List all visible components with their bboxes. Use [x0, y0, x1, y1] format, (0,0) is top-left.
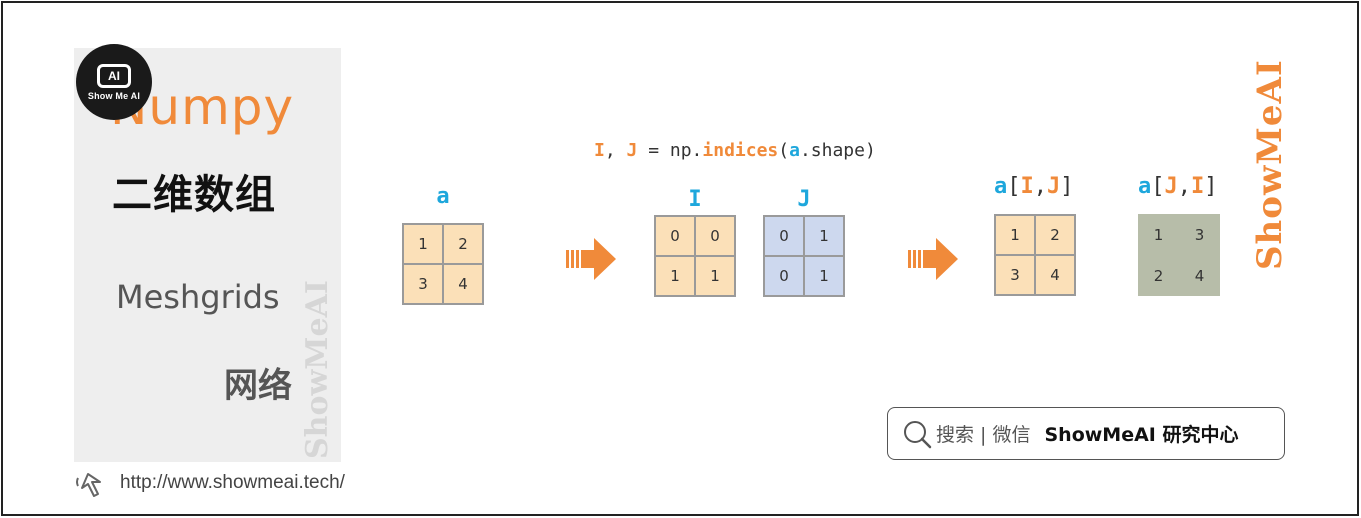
array-aji-cell: 4	[1179, 255, 1220, 296]
logo-monitor-icon: AI	[97, 63, 131, 88]
logo-text: Show Me AI	[87, 90, 141, 101]
topic-title: Meshgrids	[116, 278, 280, 316]
code-var-j: J	[626, 140, 638, 161]
search-icon	[904, 420, 932, 448]
array-aij-cell: 2	[1035, 215, 1075, 255]
array-aij-cell: 1	[995, 215, 1035, 255]
array-i-label: I	[688, 187, 702, 212]
array-aij: 1 2 3 4	[994, 214, 1076, 296]
code-open: (	[778, 140, 790, 161]
page-subtitle-cn: 二维数组	[112, 172, 276, 218]
array-aji-cell: 1	[1138, 214, 1179, 255]
topic-title-cn: 网络	[224, 366, 292, 406]
search-brand: ShowMeAI 研究中心	[1044, 424, 1239, 446]
array-aji-cell: 2	[1138, 255, 1179, 296]
array-a-label: a	[436, 184, 450, 209]
search-text: 搜索 | 微信	[936, 424, 1031, 446]
array-j-cell: 1	[804, 256, 844, 296]
array-a: 1 2 3 4	[402, 223, 484, 305]
array-j-cell: 1	[804, 216, 844, 256]
cursor-icon	[76, 473, 101, 497]
array-aij-cell: 3	[995, 255, 1035, 295]
right-arrow-icon	[908, 238, 958, 280]
showmeai-logo: AI Show Me AI	[76, 44, 152, 120]
array-i: 0 0 1 1	[654, 215, 736, 297]
search-box[interactable]: 搜索 | 微信 ShowMeAI 研究中心	[887, 407, 1285, 460]
footer-url[interactable]: http://www.showmeai.tech/	[120, 472, 345, 493]
array-i-cell: 1	[655, 256, 695, 296]
array-a-cell: 4	[443, 264, 483, 304]
code-var-i: I	[594, 140, 605, 161]
array-j-cell: 0	[764, 216, 804, 256]
array-aji-cell: 3	[1179, 214, 1220, 255]
array-aji-label: a[J,I]	[1138, 174, 1218, 199]
array-a-cell: 2	[443, 224, 483, 264]
code-rest: .shape)	[799, 140, 876, 161]
brand-vertical: ShowMeAI	[1250, 59, 1290, 271]
array-a-cell: 1	[403, 224, 443, 264]
code-fn: indices	[702, 140, 779, 161]
array-i-cell: 0	[655, 216, 695, 256]
array-i-cell: 0	[695, 216, 735, 256]
right-arrow-icon	[566, 238, 616, 280]
code-line: I, J = np.indices(a.shape)	[594, 140, 876, 161]
array-aij-label: a[I,J]	[994, 174, 1074, 199]
code-arg: a	[789, 140, 800, 161]
side-watermark: ShowMeAI	[300, 280, 335, 460]
code-sep: ,	[604, 140, 627, 161]
array-aij-cell: 4	[1035, 255, 1075, 295]
array-j: 0 1 0 1	[763, 215, 845, 297]
array-a-cell: 3	[403, 264, 443, 304]
array-j-cell: 0	[764, 256, 804, 296]
array-i-cell: 1	[695, 256, 735, 296]
array-j-label: J	[797, 187, 811, 212]
code-eq: = np.	[637, 140, 703, 161]
array-aji: 1 3 2 4	[1138, 214, 1220, 296]
